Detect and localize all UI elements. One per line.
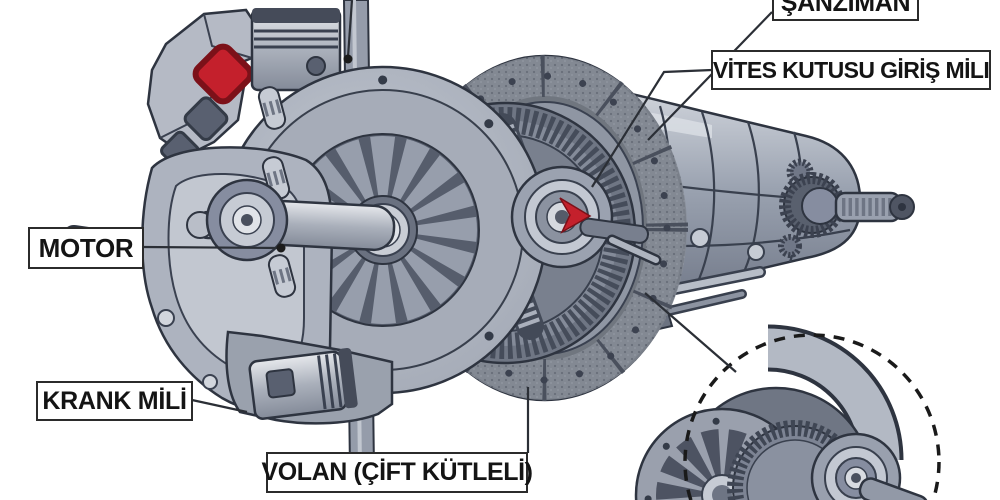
label-vites-kutusu-giris-mili: VİTES KUTUSU GİRİŞ MİLI	[711, 50, 991, 90]
piston-bottom	[248, 347, 358, 420]
cylinder-head-cutaway	[146, 8, 260, 171]
oil-pan	[225, 330, 394, 425]
leader-line-krank	[191, 398, 248, 414]
label-sanziman: ŞANZIMAN	[772, 0, 919, 21]
label-volan-cift-kutleli: VOLAN (ÇİFT KÜTLELİ)	[261, 452, 533, 493]
inset-bearing-hub	[810, 432, 929, 500]
release-bearing-hub	[510, 165, 662, 269]
label-vites-text: VİTES KUTUSU GİRİŞ MİLI	[712, 56, 990, 83]
label-motor: MOTOR	[28, 227, 144, 269]
exhaust-port-dark	[183, 96, 229, 142]
inset-dashed-circle	[683, 333, 941, 500]
label-sanziman-text: ŞANZIMAN	[780, 0, 911, 17]
leader-line-sanziman	[647, 11, 773, 141]
label-krank-mili: KRANK MİLİ	[36, 381, 193, 421]
piston-top	[250, 8, 342, 92]
leader-lines	[142, 0, 773, 453]
leader-line-piston	[346, 0, 354, 58]
label-motor-text: MOTOR	[38, 233, 134, 263]
detail-inset	[634, 324, 941, 500]
leader-line-motor	[142, 245, 281, 250]
callout-dot-piston	[343, 54, 353, 64]
leader-line-vites	[591, 68, 713, 188]
rotation-arrow-red	[559, 197, 592, 234]
valve-springs	[257, 86, 297, 298]
crankshaft-nose	[186, 178, 396, 262]
callout-dot-motor	[276, 243, 286, 253]
output-shaft	[778, 158, 915, 258]
intake-port-red	[192, 43, 254, 105]
label-volan-text: VOLAN (ÇİFT KÜTLELİ)	[261, 458, 533, 486]
leader-line-inset	[644, 292, 737, 373]
label-krank-text: KRANK MİLİ	[42, 386, 187, 415]
